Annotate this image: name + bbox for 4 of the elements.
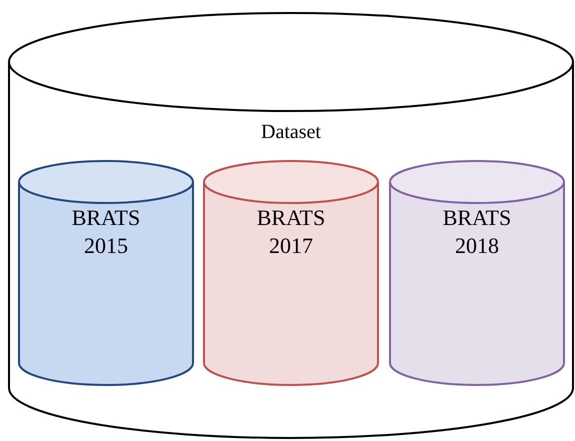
cylinder-label: BRATS 2018	[442, 204, 512, 259]
cylinder-label: BRATS 2017	[256, 204, 326, 259]
cylinder-label: BRATS 2015	[70, 204, 142, 259]
cylinder-label: Dataset	[260, 120, 322, 145]
